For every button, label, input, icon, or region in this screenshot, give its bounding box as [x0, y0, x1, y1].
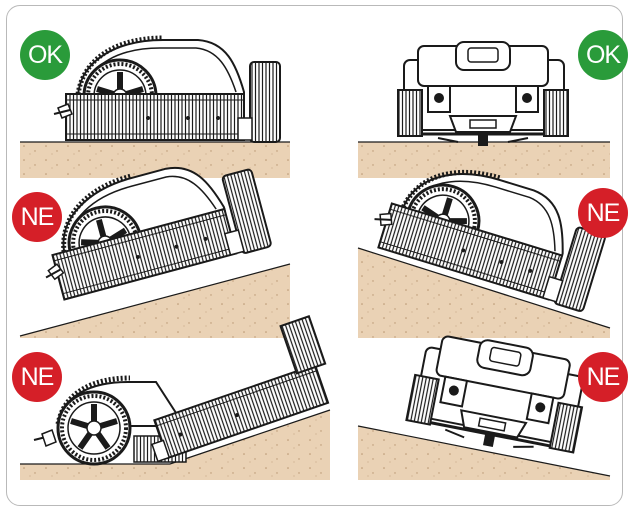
panel-uphill-side: NE — [12, 188, 291, 338]
lawn-mower-front-icon — [358, 40, 610, 178]
status-badge: OK — [578, 30, 628, 80]
lawn-mower-side-icon — [19, 188, 291, 338]
lawn-mower-front-icon — [357, 326, 611, 480]
status-badge: OK — [20, 30, 70, 80]
panel-downhill-side: NE — [357, 188, 628, 338]
panel-side-slope-front: NE — [357, 326, 628, 480]
panel-flat-side: OK — [20, 30, 290, 178]
status-badge: NE — [578, 188, 628, 238]
status-badge: NE — [12, 192, 62, 242]
status-badge: NE — [12, 352, 62, 402]
lawn-mower-side-icon — [357, 188, 610, 338]
panel-slope-change-side: NE — [12, 315, 331, 480]
panel-flat-front: OK — [358, 30, 628, 178]
status-badge: NE — [578, 352, 628, 402]
lawn-mower-side-icon — [20, 315, 331, 480]
